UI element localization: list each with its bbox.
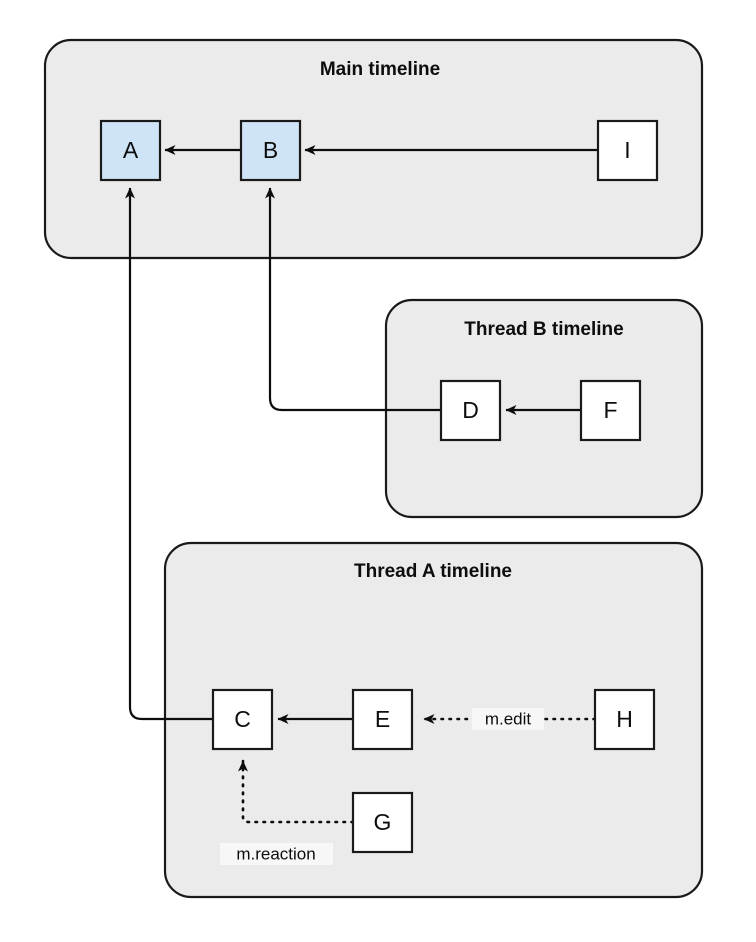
node-b-label: B — [263, 137, 278, 163]
edge-label-m-edit: m.edit — [472, 708, 544, 730]
edge-label-m-edit-text: m.edit — [485, 709, 532, 728]
node-i-label: I — [624, 137, 630, 163]
node-c[interactable]: C — [211, 688, 274, 751]
edge-label-m-reaction-bg — [220, 843, 333, 865]
container-main-timeline-title: Main timeline — [320, 59, 440, 80]
container-thread-b-timeline: Thread B timeline — [384, 298, 704, 519]
edge-c-to-a — [125, 187, 213, 721]
node-g[interactable]: G — [351, 791, 414, 854]
node-d-label: D — [462, 397, 479, 423]
edge-label-group: m.edit m.reaction — [220, 708, 544, 865]
node-f[interactable]: F — [579, 379, 642, 442]
node-a[interactable]: A — [99, 119, 162, 182]
node-i[interactable]: I — [596, 119, 659, 182]
node-group: A B I D F C E — [99, 119, 659, 854]
node-g-label: G — [374, 809, 392, 835]
node-f-label: F — [603, 397, 617, 423]
node-h[interactable]: H — [593, 688, 656, 751]
node-e-label: E — [375, 706, 390, 732]
edge-group — [125, 145, 598, 824]
node-d[interactable]: D — [439, 379, 502, 442]
edge-label-m-reaction-text: m.reaction — [236, 844, 315, 863]
container-thread-b-timeline-title: Thread B timeline — [464, 319, 623, 340]
edge-label-m-edit-bg — [472, 708, 544, 730]
container-group: Main timeline Thread B timeline Thread A… — [43, 38, 704, 899]
edge-g-to-c — [238, 759, 355, 824]
node-g-rect[interactable] — [351, 791, 414, 854]
container-thread-b-timeline-rect — [384, 298, 704, 519]
node-c-rect[interactable] — [211, 688, 274, 751]
node-e[interactable]: E — [351, 688, 414, 751]
node-a-rect[interactable] — [99, 119, 162, 182]
node-h-rect[interactable] — [593, 688, 656, 751]
edge-d-to-b — [265, 187, 441, 412]
node-c-label: C — [234, 706, 251, 732]
node-f-rect[interactable] — [579, 379, 642, 442]
edge-label-m-reaction: m.reaction — [220, 843, 333, 865]
node-e-rect[interactable] — [351, 688, 414, 751]
node-i-rect[interactable] — [596, 119, 659, 182]
node-b-rect[interactable] — [239, 119, 302, 182]
node-b[interactable]: B — [239, 119, 302, 182]
node-d-rect[interactable] — [439, 379, 502, 442]
node-a-label: A — [123, 137, 139, 163]
container-thread-a-timeline-title: Thread A timeline — [354, 561, 512, 582]
node-h-label: H — [616, 706, 633, 732]
